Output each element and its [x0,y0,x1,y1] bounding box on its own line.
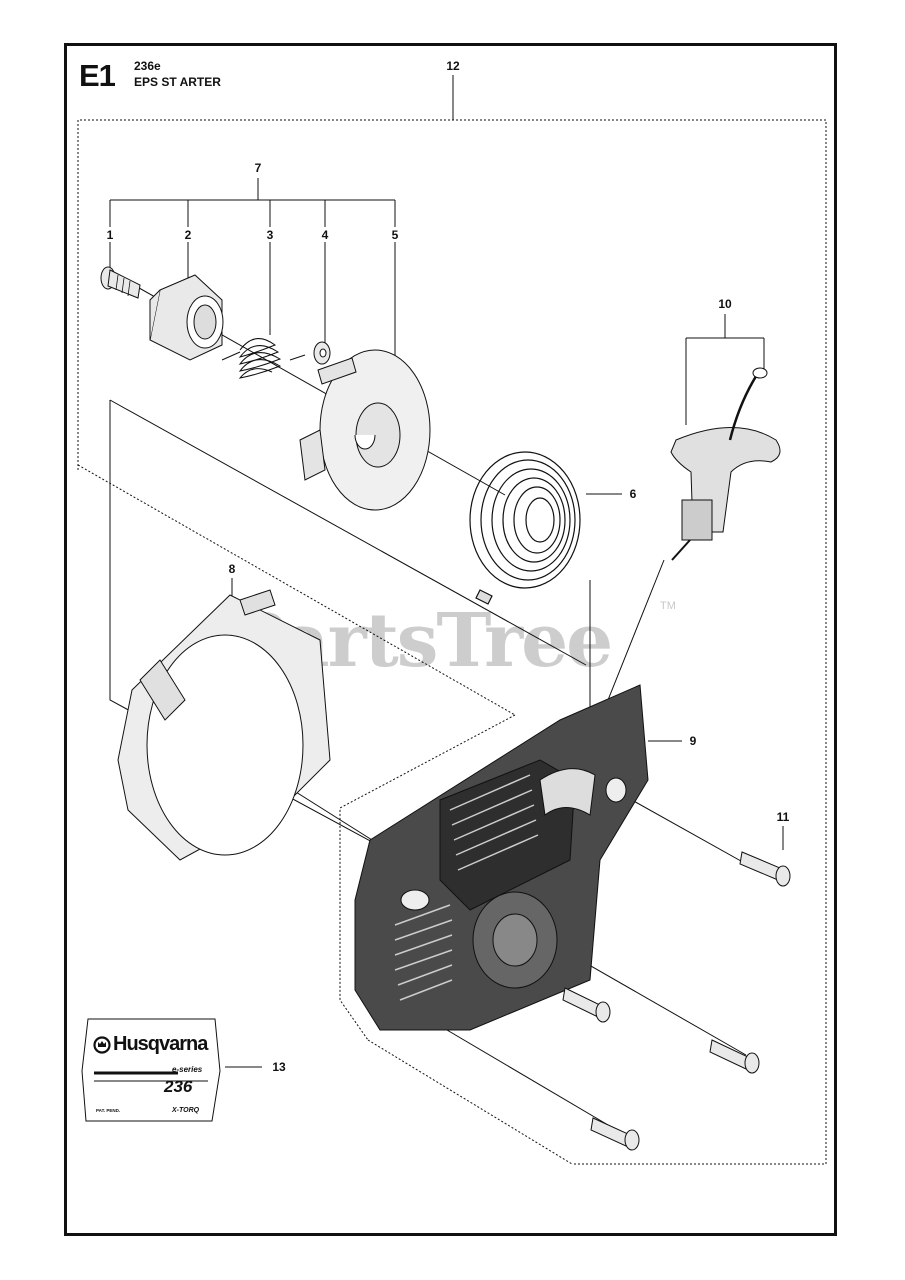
assembly-12-outline [77,119,827,1165]
callout-9: 9 [689,734,697,748]
callout-7: 7 [254,161,262,175]
callout-6: 6 [629,487,637,501]
callout-3: 3 [266,228,274,242]
decal-series: e-series [172,1065,203,1074]
part-13-decal [81,1018,221,1122]
part-5-pulley [299,349,431,511]
callout-5: 5 [391,228,399,242]
part-2-pulley-hub [149,274,224,361]
callout-1: 1 [106,228,114,242]
callout-10: 10 [718,297,732,311]
callout-2: 2 [184,228,192,242]
part-3-spring [221,338,306,379]
decal-brand: Husqvarna [113,1033,208,1055]
callout-11: 11 [776,810,790,824]
part-1-screw [100,266,141,299]
decal-torq: X-TORQ [172,1107,200,1114]
model-name: 236e [134,59,161,73]
part-10-starter-handle [670,367,781,561]
part-8-fan-cover [117,589,331,861]
part-9-starter-housing [354,684,649,1031]
diagram-frame [64,43,837,1236]
callout-4: 4 [321,228,329,242]
husqvarna-crown-logo-icon [93,1036,111,1054]
diagram-title: EPS ST ARTER [134,75,221,89]
decal-model: 236 [164,1077,193,1096]
watermark-tm: TM [660,600,676,612]
callout-12: 12 [446,59,460,73]
part-11-screws [562,851,791,1151]
callout-13: 13 [272,1060,286,1074]
callout-8: 8 [228,562,236,576]
part-6-recoil-spring [469,451,581,605]
decal-patent: PAT. PEND. [96,1108,121,1113]
part-4-washer [313,341,331,365]
section-code: E1 [79,58,116,93]
